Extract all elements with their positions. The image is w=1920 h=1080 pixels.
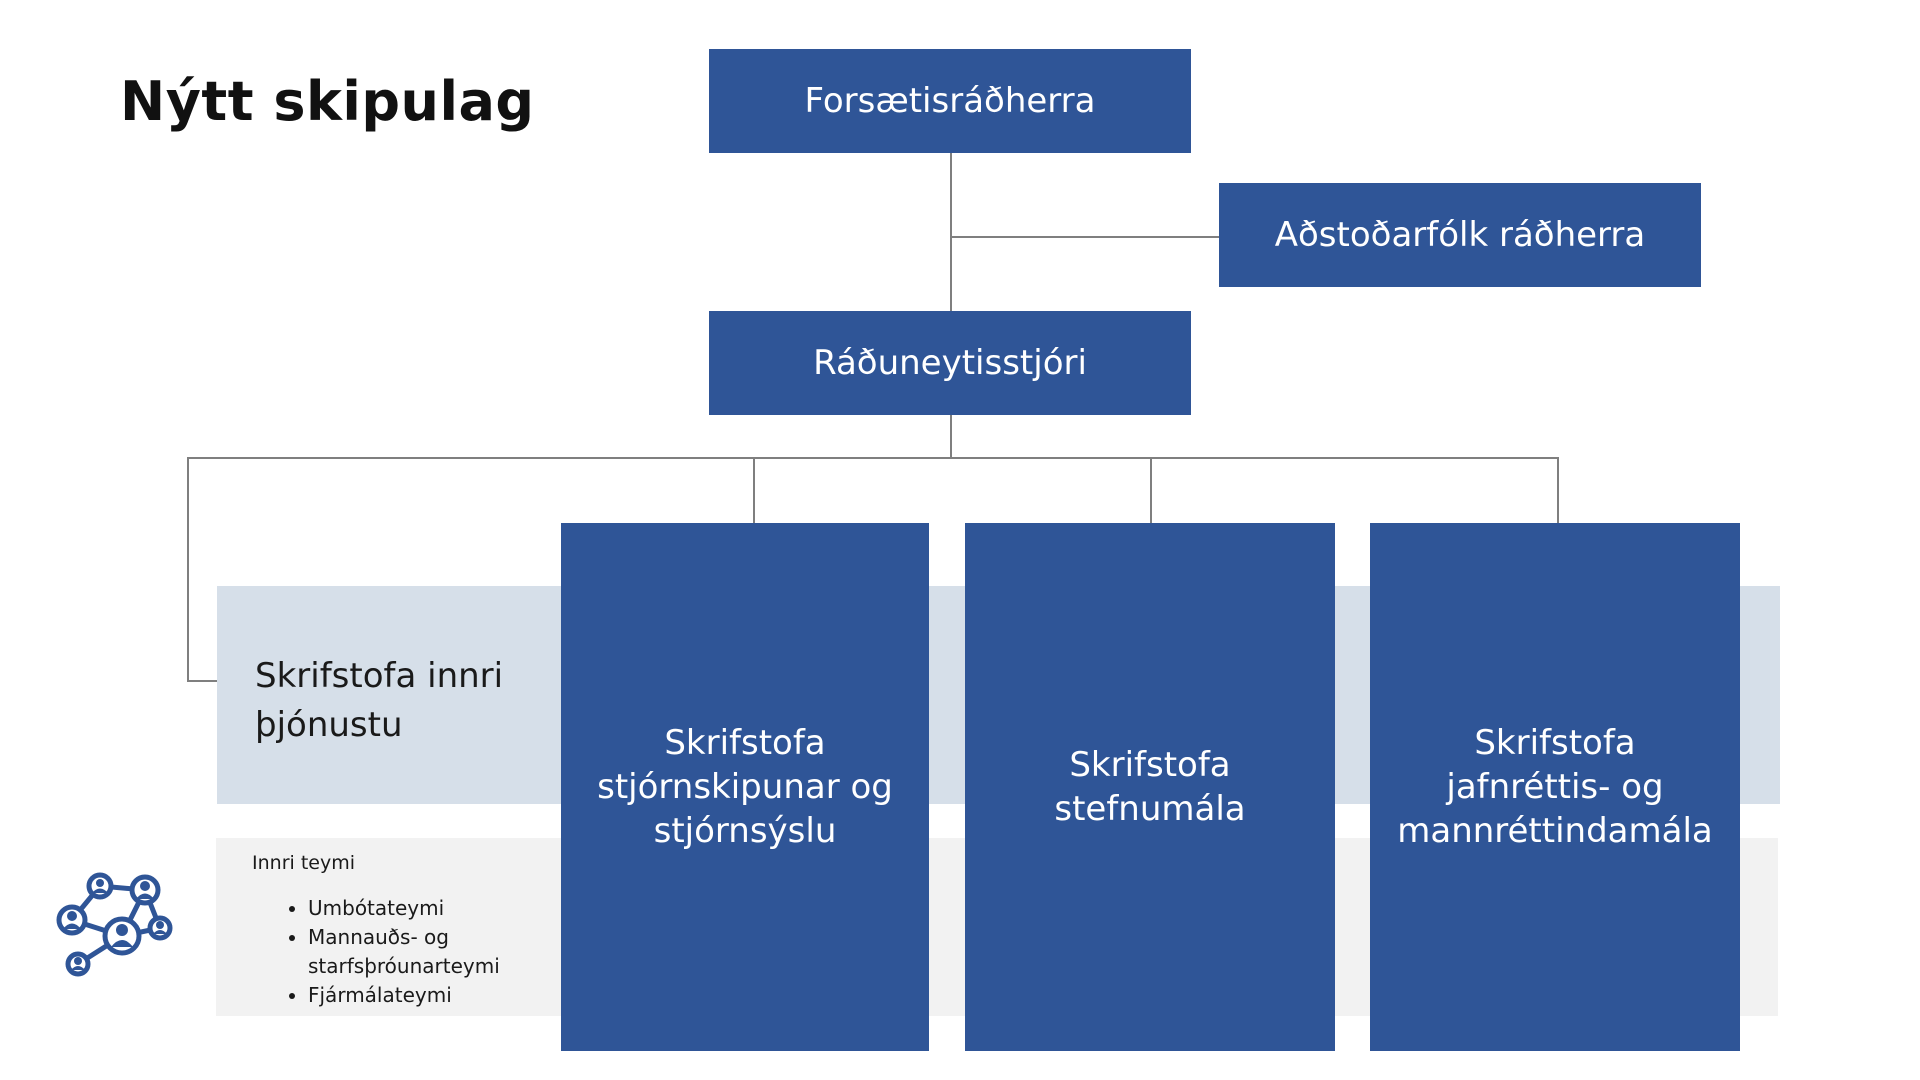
constitutional-office-label: Skrifstofa stjórnskipunar og stjórnsýslu <box>597 722 893 852</box>
prime-minister-label: Forsætisráðherra <box>804 81 1096 121</box>
policy-office-box: Skrifstofa stefnumála <box>965 523 1335 1051</box>
connector-pm-to-secretary <box>950 153 952 311</box>
permanent-secretary-box: Ráðuneytisstjóri <box>709 311 1191 415</box>
constitutional-office-box: Skrifstofa stjórnskipunar og stjórnsýslu <box>561 523 929 1051</box>
page-title: Nýtt skipulag <box>120 70 535 133</box>
prime-minister-box: Forsætisráðherra <box>709 49 1191 153</box>
connector-to-constitutional <box>753 457 755 523</box>
internal-teams-list: Umbótateymi Mannauðs- og starfsþróunarte… <box>282 894 548 1010</box>
network-people-icon <box>56 872 173 977</box>
team-item: Mannauðs- og starfsþróunarteymi <box>308 923 548 981</box>
team-item: Umbótateymi <box>308 894 548 923</box>
connector-to-internal-left <box>187 457 189 682</box>
connector-to-policy <box>1150 457 1152 523</box>
policy-office-label: Skrifstofa stefnumála <box>1054 744 1246 829</box>
assistants-box: Aðstoðarfólk ráðherra <box>1219 183 1701 287</box>
internal-services-label: Skrifstofa innri þjónustu <box>255 652 505 751</box>
team-item: Fjármálateymi <box>308 981 548 1010</box>
connector-secretary-down <box>950 415 952 458</box>
connector-horizontal-bus <box>187 457 1559 459</box>
equality-office-label: Skrifstofa jafnréttis- og mannréttindamá… <box>1397 722 1713 852</box>
connector-to-assistants <box>950 236 1220 238</box>
internal-teams-heading: Innri teymi <box>252 852 355 874</box>
connector-to-internal-stub <box>187 680 217 682</box>
connector-to-equality <box>1557 457 1559 523</box>
permanent-secretary-label: Ráðuneytisstjóri <box>813 343 1087 383</box>
assistants-label: Aðstoðarfólk ráðherra <box>1274 215 1646 255</box>
equality-office-box: Skrifstofa jafnréttis- og mannréttindamá… <box>1370 523 1740 1051</box>
internal-services-text: Skrifstofa innri þjónustu <box>255 656 504 746</box>
